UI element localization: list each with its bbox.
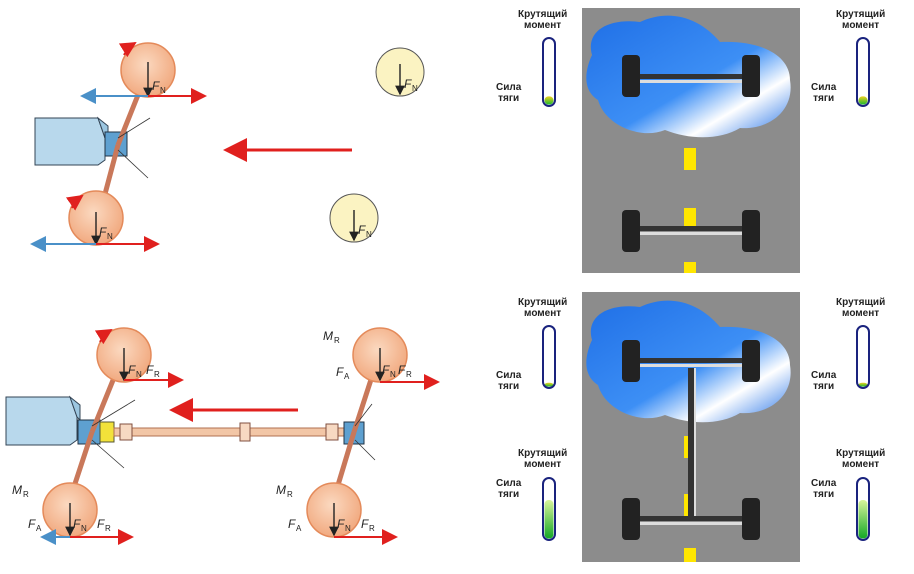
svg-text:A: A (296, 524, 302, 533)
svg-text:F: F (398, 363, 406, 377)
road-panel-top (582, 8, 800, 273)
svg-text:R: R (334, 336, 340, 345)
svg-text:N: N (345, 524, 351, 533)
svg-text:N: N (81, 524, 87, 533)
svg-text:F: F (337, 517, 345, 531)
svg-text:F: F (146, 363, 154, 377)
svg-text:F: F (358, 223, 366, 237)
wheel-lower-front: F N (30, 190, 160, 252)
svg-text:F: F (336, 365, 344, 379)
wheel-awd-front-lower: F N F R F A M R (12, 482, 134, 545)
svg-text:F: F (404, 77, 412, 91)
svg-text:N: N (366, 230, 372, 239)
svg-text:N: N (136, 370, 142, 379)
road-panel-bottom (582, 292, 800, 562)
gauge-bottom-left (542, 477, 556, 541)
svg-text:A: A (344, 372, 350, 381)
gauge-bottom-right-fill (858, 500, 868, 539)
svg-text:F: F (382, 363, 390, 377)
gauge-top-right (856, 37, 870, 107)
svg-text:R: R (406, 370, 412, 379)
svg-text:F: F (152, 79, 160, 93)
svg-text:F: F (128, 363, 136, 377)
wheel-upper-front: F N (80, 41, 207, 104)
svg-text:N: N (412, 84, 418, 93)
svg-text:A: A (36, 524, 42, 533)
awd-diagram: F N F R F N F R F A M R F N F R (5, 327, 440, 545)
gauge-top-left-fill (544, 96, 554, 105)
gauge-mid-left (542, 325, 556, 389)
gauge-bottom-right (856, 477, 870, 541)
gauge-mid-right (856, 325, 870, 389)
svg-text:F: F (97, 517, 105, 531)
wheel-awd-rear-upper: F N F R F A M R (323, 327, 440, 390)
gauges (542, 37, 870, 541)
gauge-top-right-fill (858, 96, 868, 105)
svg-text:R: R (369, 524, 375, 533)
svg-text:N: N (160, 86, 166, 95)
svg-text:R: R (23, 490, 29, 499)
svg-text:F: F (99, 225, 107, 239)
svg-text:F: F (73, 517, 81, 531)
engine-block-awd (5, 395, 115, 446)
svg-text:M: M (276, 483, 286, 497)
wheel-awd-front-upper: F N F R (94, 327, 184, 388)
svg-text:R: R (154, 370, 160, 379)
svg-text:F: F (361, 517, 369, 531)
svg-text:F: F (288, 517, 296, 531)
wheel-upper-rear: F N (375, 47, 425, 97)
gauge-top-left (542, 37, 556, 107)
wheel-awd-rear-lower: F N F R F A M R (276, 482, 398, 545)
svg-text:F: F (28, 517, 36, 531)
svg-text:R: R (287, 490, 293, 499)
svg-text:M: M (323, 329, 333, 343)
gauge-mid-left-fill (544, 382, 554, 387)
svg-text:R: R (105, 524, 111, 533)
wheel-lower-rear: F N (329, 193, 379, 243)
front-axle-diagram: F N F N F N F N (30, 41, 425, 252)
svg-text:M: M (12, 483, 22, 497)
gauge-bottom-left-fill (544, 500, 554, 539)
svg-text:N: N (107, 232, 113, 241)
svg-text:N: N (390, 370, 396, 379)
gauge-mid-right-fill (858, 382, 868, 387)
